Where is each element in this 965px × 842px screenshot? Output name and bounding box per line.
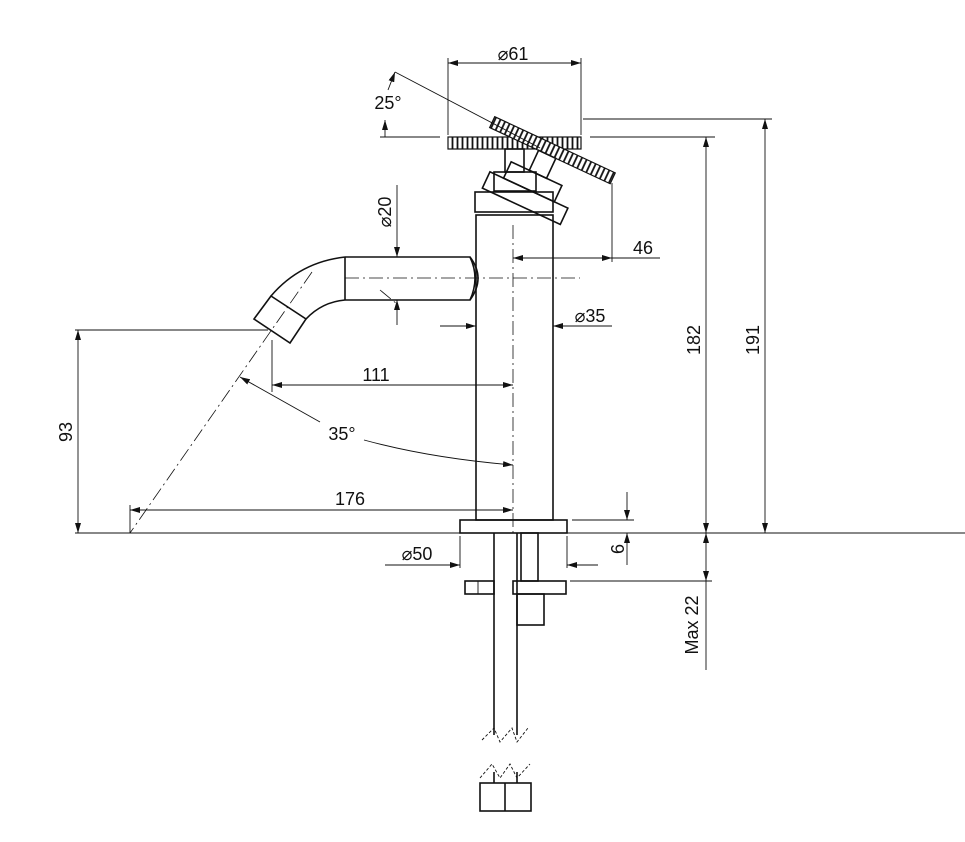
dim-spout-diameter: ⌀20 xyxy=(375,197,395,228)
spout xyxy=(129,256,580,534)
dim-jet-angle: 35° xyxy=(328,424,355,444)
dim-total-height: 191 xyxy=(743,325,763,355)
dim-handle-offset: 46 xyxy=(633,238,653,258)
dim-outlet-height: 93 xyxy=(56,422,76,442)
dim-overall-height: 182 xyxy=(684,325,704,355)
dim-spout-reach: 111 xyxy=(362,365,389,385)
dim-max-deck-thickness: Max 22 xyxy=(682,595,702,654)
tap-body xyxy=(459,214,568,535)
dim-base-thickness: 6 xyxy=(608,544,628,554)
mounting-hardware xyxy=(464,532,567,812)
dim-handwheel-diameter: ⌀61 xyxy=(498,44,529,64)
handwheel-tilted xyxy=(488,115,617,185)
dim-body-diameter: ⌀35 xyxy=(575,306,606,326)
handwheel-assembly xyxy=(447,115,617,226)
dim-handle-angle: 25° xyxy=(374,93,401,113)
dim-base-diameter: ⌀50 xyxy=(402,544,433,564)
dim-jet-reach: 176 xyxy=(335,489,365,509)
dimension-lines xyxy=(75,58,772,670)
